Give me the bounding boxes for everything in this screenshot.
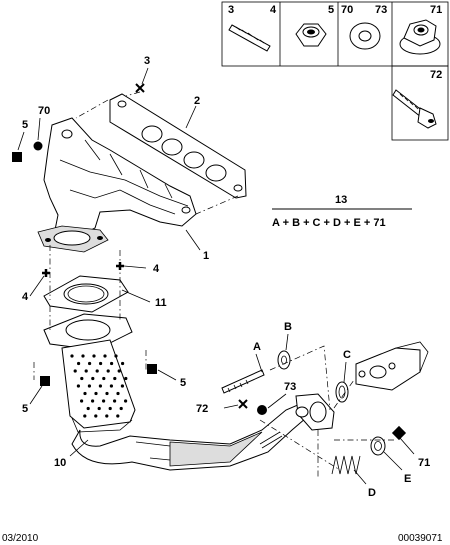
cross-marker-4b: [116, 262, 124, 270]
callout-labels: 3 2 70 5 1 4 4 11 5 5 10 A B C 73 72 D E…: [22, 55, 430, 499]
square-marker-5b: [40, 376, 50, 386]
flanged-nut-icon: [399, 19, 441, 55]
footer-date: 03/2010: [2, 533, 39, 544]
converter-perforation: [70, 354, 128, 418]
bolt-72-assembled: [259, 431, 283, 449]
catalytic-converter: [43, 313, 335, 471]
callout-73: 73: [284, 381, 296, 393]
manifold-gasket: [109, 93, 247, 199]
symbol-markers: [12, 83, 407, 441]
assembly-lines: [33, 91, 394, 478]
footer-reference: 00039071: [398, 533, 443, 544]
inset-label-5: 5: [328, 4, 334, 16]
callout-A: A: [253, 341, 261, 353]
cross-marker-4a: [42, 269, 50, 277]
cross-marker-3: [135, 83, 145, 93]
hardware-inset-panel: 3 4 5 70 73 71 72: [221, 1, 449, 141]
square-marker-5a: [12, 152, 22, 162]
mating-pipe-flange: [355, 341, 429, 391]
flange-gasket: [43, 275, 129, 313]
callout-B: B: [284, 321, 292, 333]
callout-5-left: 5: [22, 403, 28, 415]
spring-d: [331, 455, 361, 475]
inset-label-72: 72: [430, 69, 442, 81]
square-marker-71: [391, 425, 407, 441]
callout-4-right: 4: [153, 263, 160, 275]
callout-5-top: 5: [22, 119, 28, 131]
callout-10: 10: [54, 457, 66, 469]
formula-number: 13: [335, 194, 347, 206]
dot-marker-73: [257, 405, 267, 415]
callout-3: 3: [144, 55, 150, 67]
spring-seat-e: [370, 436, 386, 456]
callout-2: 2: [194, 95, 200, 107]
flat-washer-icon: [349, 22, 381, 50]
footer: 03/2010 00039071: [2, 533, 443, 544]
stud-a: [221, 369, 265, 394]
callout-70: 70: [38, 105, 50, 117]
callout-E: E: [404, 473, 411, 485]
washer-b: [277, 350, 291, 370]
exhaust-manifold: [37, 117, 197, 253]
callout-5-right: 5: [180, 377, 186, 389]
stud-icon: [228, 24, 271, 52]
kit-formula: 13 A + B + C + D + E + 71: [272, 194, 412, 229]
inset-label-70: 70: [341, 4, 353, 16]
callout-11: 11: [155, 297, 167, 309]
callout-4-left: 4: [22, 291, 29, 303]
inset-label-3: 3: [228, 4, 234, 16]
inset-label-73: 73: [375, 4, 387, 16]
inset-label-71: 71: [430, 4, 442, 16]
dot-marker-70: [33, 141, 43, 151]
callout-1: 1: [203, 250, 209, 262]
cross-marker-72: [238, 399, 248, 409]
formula-text: A + B + C + D + E + 71: [272, 217, 386, 229]
inset-label-4: 4: [270, 4, 277, 16]
bolt-icon: [392, 89, 437, 129]
square-marker-5c: [147, 364, 157, 374]
callout-C: C: [343, 349, 351, 361]
callout-72: 72: [196, 403, 208, 415]
seal-ring-c: [335, 381, 349, 403]
callout-71: 71: [418, 457, 430, 469]
callout-D: D: [368, 487, 376, 499]
leader-lines: [17, 67, 415, 485]
hex-nut-icon: [295, 23, 327, 47]
